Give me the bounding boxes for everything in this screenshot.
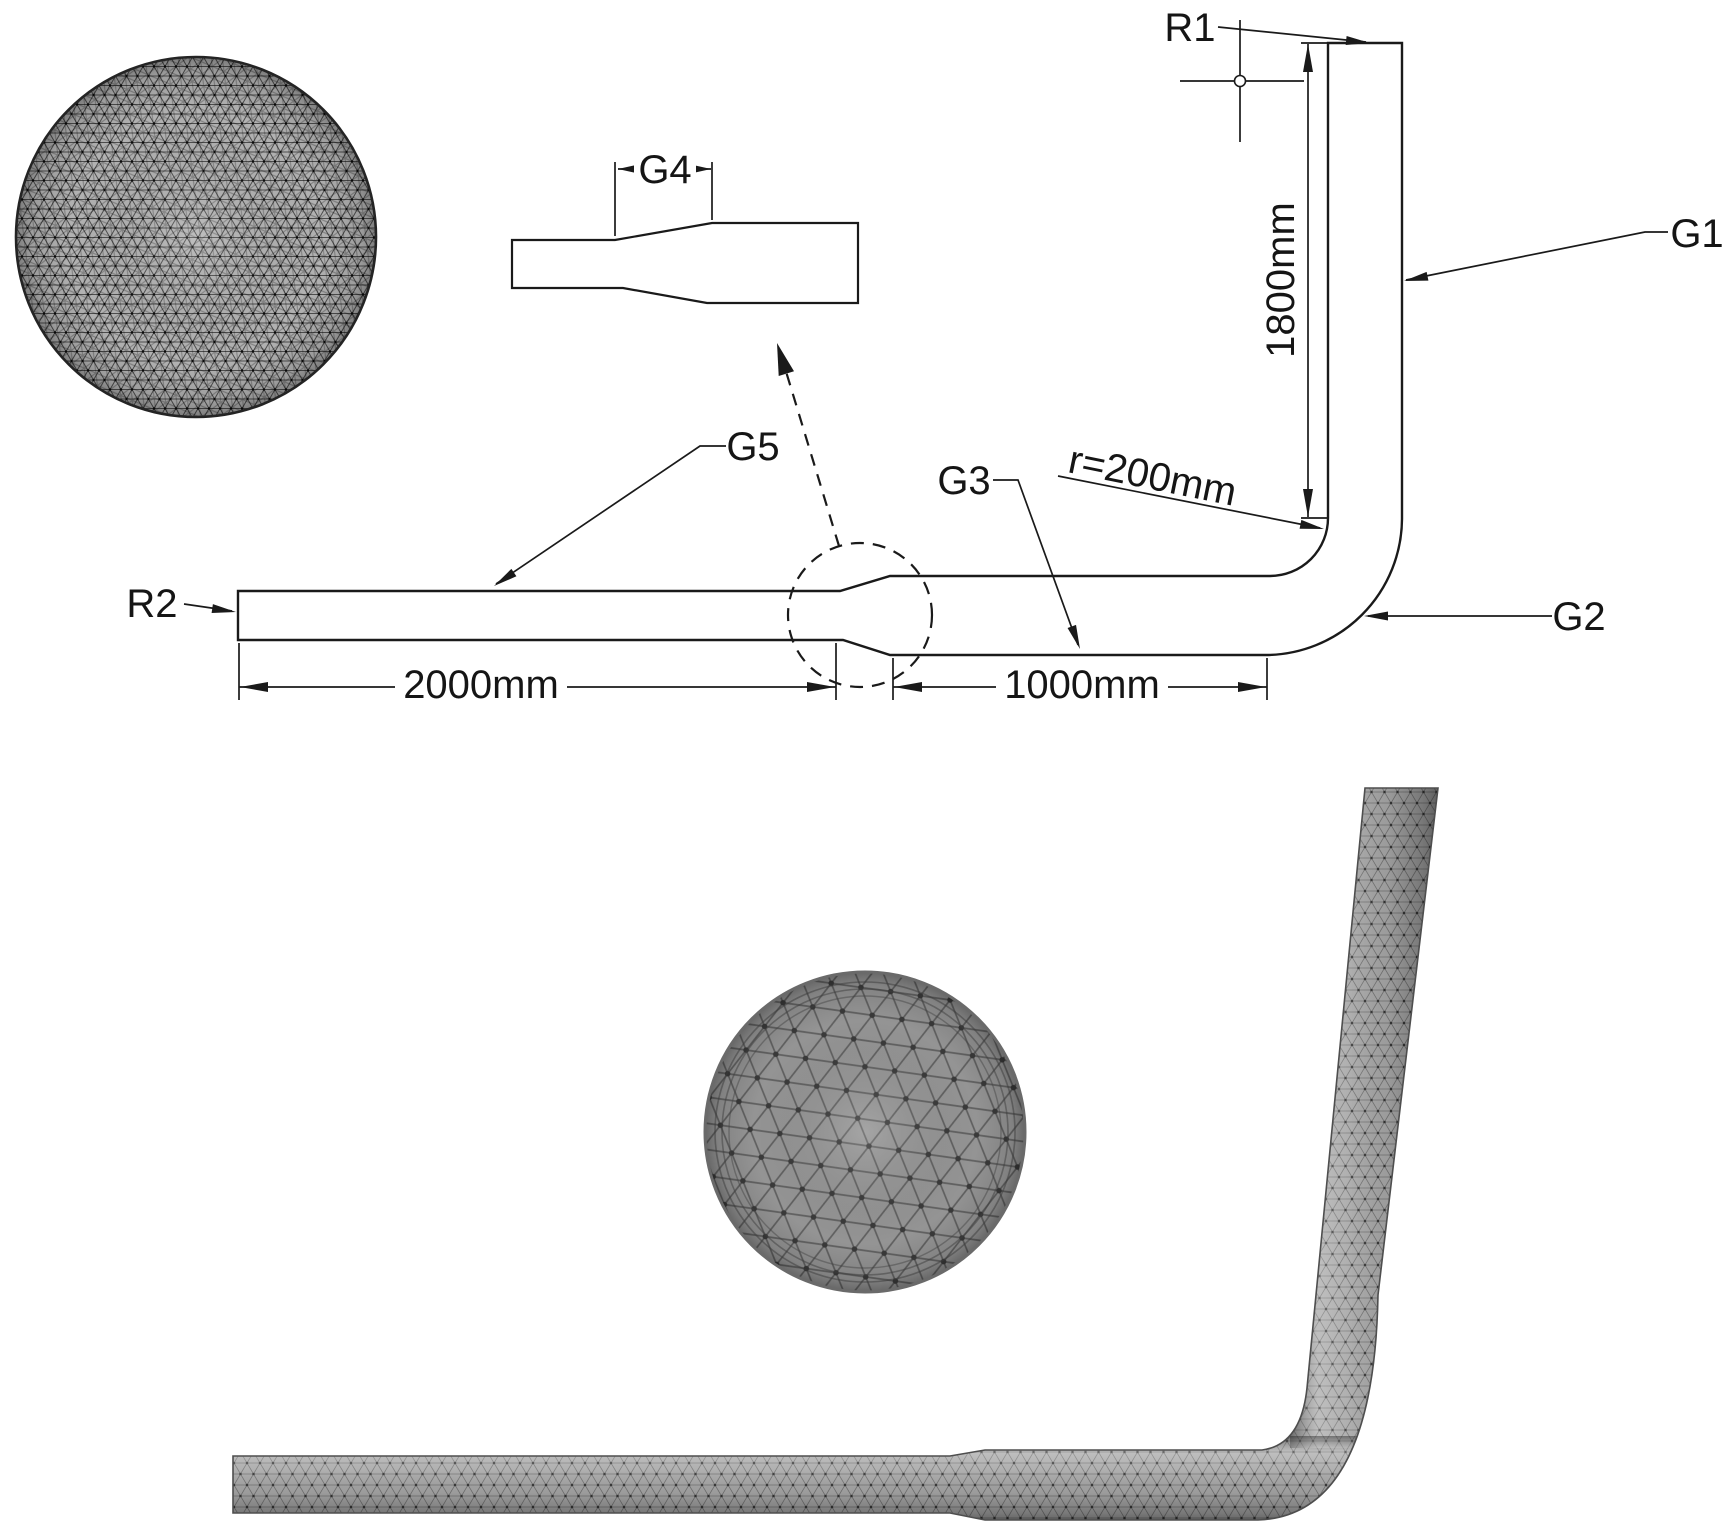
label-r1: R1 [1164,6,1215,50]
leader-bend-radius [1057,475,1325,534]
label-g1: G1 [1670,212,1723,256]
label-r2: R2 [126,582,177,626]
leader-g5 [491,445,726,590]
dim-text-1800mm: 1800mm [1259,202,1303,358]
detail-circle [786,541,934,689]
fine-mesh-cross-section [14,55,378,419]
dim-text-mask [395,663,567,705]
dim-text-mask [996,663,1168,705]
label-g3: G3 [937,459,990,503]
label-g5: G5 [726,425,779,469]
leader-g3 [993,479,1085,651]
leader-g1 [1403,231,1668,286]
reducer-detail-outline [510,221,860,305]
dim-text-1000mm: 1000mm [1004,663,1160,707]
coarse-mesh-cross-section [703,970,1027,1294]
cad-schematic [183,20,1668,700]
dim-text-mask [634,147,696,189]
leader-g2 [1364,611,1552,621]
pipe-schematic-outline [236,41,1404,657]
dim-text-2000mm: 2000mm [403,663,559,707]
leader-r1 [1217,26,1371,48]
dimension-1800mm [1301,42,1327,519]
label-g2: G2 [1552,595,1605,639]
center-mark [1180,20,1304,142]
leader-r2 [183,603,237,617]
label-g4: G4 [638,148,691,192]
